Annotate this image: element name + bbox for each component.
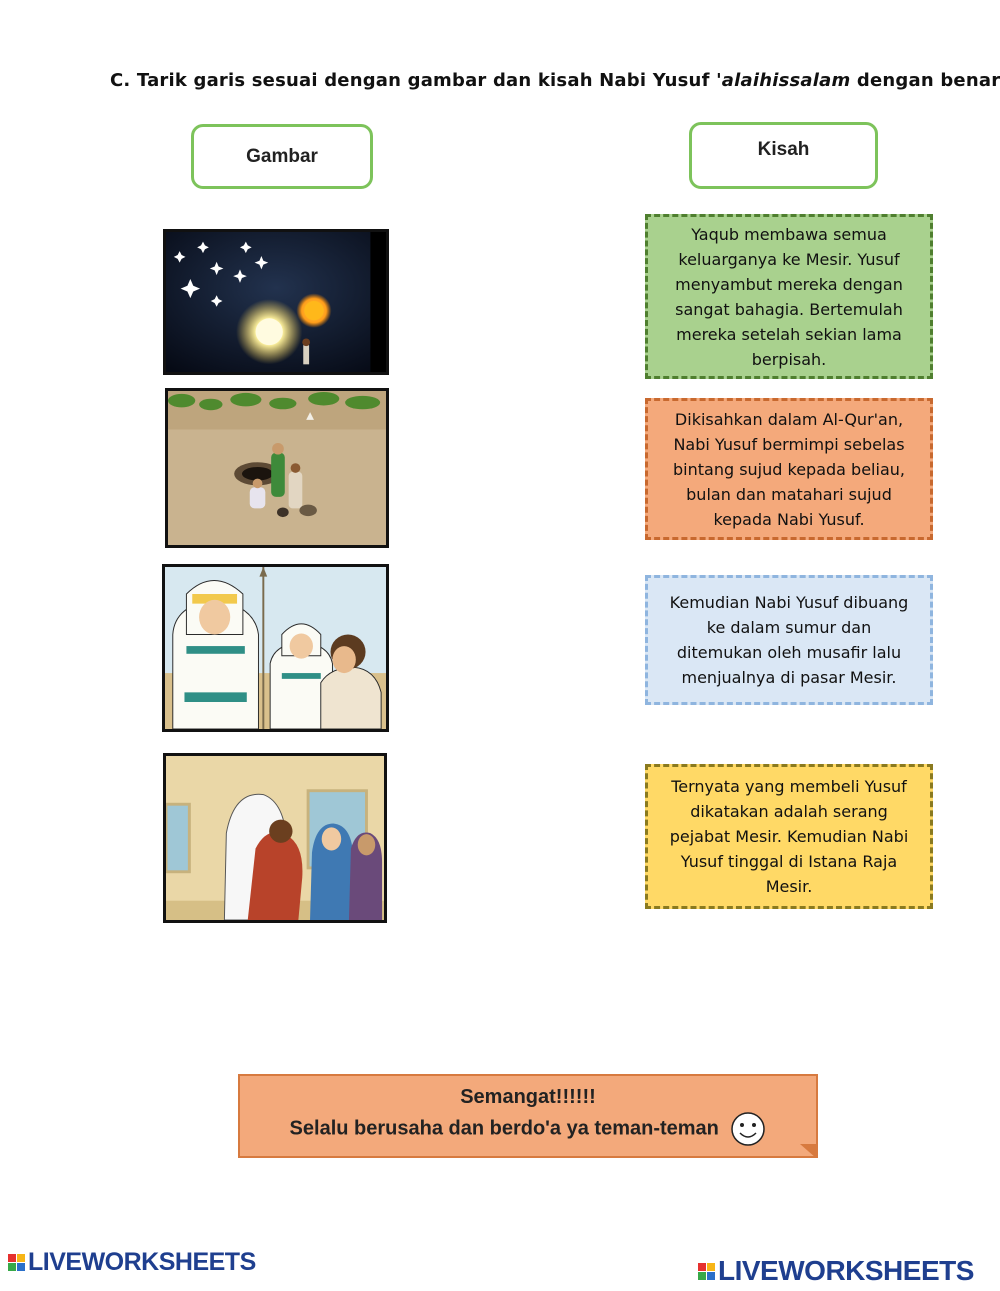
story-text-2: Dikisahkan dalam Al-Qur'an, Nabi Yusuf b… (673, 409, 905, 529)
logo-right-text: LIVEWORKSHEETS (718, 1255, 974, 1286)
instruction-italic: 'alaihissalam (716, 70, 851, 91)
smiley-icon (731, 1112, 766, 1146)
story-text-3: Kemudian Nabi Yusuf dibuang ke dalam sum… (669, 593, 909, 687)
night-sky-stars-sun-moon-icon (166, 232, 386, 372)
liveworksheets-logo-left[interactable]: LIVEWORKSHEETS (8, 1248, 256, 1277)
well-travelers-icon (168, 391, 386, 545)
logo-left-text: LIVEWORKSHEETS (28, 1248, 256, 1276)
story-text-1: Yaqub membawa semua keluarganya ke Mesir… (675, 224, 903, 369)
egyptian-officials-icon (165, 567, 386, 729)
instruction-suffix: dengan benar! (850, 70, 1000, 91)
banner-line-1: Semangat!!!!!! (460, 1086, 596, 1108)
liveworksheets-logo-right[interactable]: LIVEWORKSHEETS (698, 1255, 974, 1287)
encouragement-banner: Semangat!!!!!! Selalu berusaha dan berdo… (238, 1074, 818, 1158)
picture-officials[interactable] (162, 564, 389, 732)
header-gambar-label: Gambar (246, 145, 318, 167)
header-kisah-label: Kisah (757, 139, 810, 160)
picture-night-sky[interactable] (163, 229, 389, 375)
liveworksheets-mark-icon (8, 1254, 25, 1271)
story-text-4: Ternyata yang membeli Yusuf dikatakan ad… (669, 777, 909, 896)
picture-well[interactable] (165, 388, 389, 548)
banner-line-2: Selalu berusaha dan berdo'a ya teman-tem… (240, 1111, 816, 1147)
header-kisah: Kisah (689, 122, 878, 189)
instruction-prefix: C. Tarik garis sesuai dengan gambar dan … (110, 70, 717, 91)
story-card-4[interactable]: Ternyata yang membeli Yusuf dikatakan ad… (645, 764, 933, 909)
family-reunion-icon (166, 756, 384, 920)
story-card-2[interactable]: Dikisahkan dalam Al-Qur'an, Nabi Yusuf b… (645, 398, 933, 540)
picture-reunion[interactable] (163, 753, 387, 923)
story-card-3[interactable]: Kemudian Nabi Yusuf dibuang ke dalam sum… (645, 575, 933, 705)
instruction-text: C. Tarik garis sesuai dengan gambar dan … (110, 70, 1000, 91)
banner-fold (800, 1144, 816, 1158)
liveworksheets-mark-icon (698, 1262, 715, 1280)
story-card-1[interactable]: Yaqub membawa semua keluarganya ke Mesir… (645, 214, 933, 379)
header-gambar: Gambar (191, 124, 373, 189)
banner-line-2-text: Selalu berusaha dan berdo'a ya teman-tem… (289, 1117, 719, 1140)
